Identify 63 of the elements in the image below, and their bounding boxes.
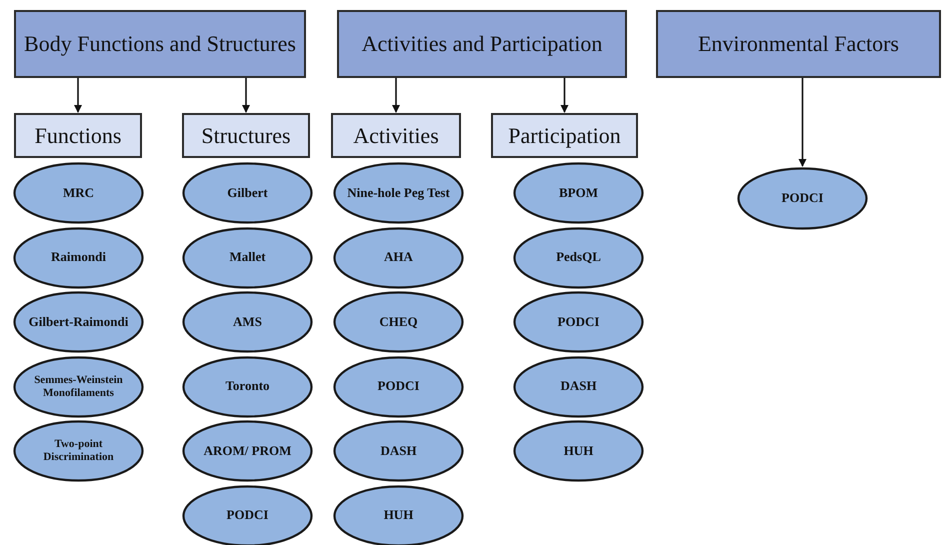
category-label: Environmental Factors: [698, 31, 899, 57]
measure-label: AMS: [232, 314, 263, 330]
arrow: [798, 78, 806, 167]
arrow: [242, 78, 250, 113]
measure-oval: [513, 420, 644, 482]
measure-oval: [513, 356, 644, 418]
measure-label: Raimondi: [50, 250, 107, 265]
subcategory-box: [491, 113, 638, 158]
measure-label: PODCI: [226, 508, 270, 523]
measure-label: Gilbert-Raimondi: [28, 314, 130, 330]
measure-oval: [182, 291, 313, 353]
measure-label: Nine-hole Peg Test: [346, 186, 451, 200]
measure-oval: [333, 420, 464, 482]
subcategory-box: [331, 113, 461, 158]
measure-label: BPOM: [558, 186, 599, 200]
measure-oval: [333, 291, 464, 353]
category-label: Participation: [508, 122, 621, 148]
measure-label: PODCI: [376, 379, 420, 394]
arrow: [560, 78, 568, 113]
measure-oval: [513, 162, 644, 224]
measure-oval: [13, 356, 144, 418]
measure-oval: [182, 226, 313, 288]
measure-label: PedsQL: [555, 250, 602, 265]
measure-oval: [513, 291, 644, 353]
measure-label: AHA: [383, 250, 414, 265]
category-box: [14, 10, 306, 78]
category-label: Activities: [353, 122, 439, 148]
measure-oval: [737, 167, 868, 230]
category-label: Activities and Participation: [362, 31, 602, 57]
arrow: [392, 78, 400, 113]
measure-oval: [182, 356, 313, 418]
measure-label: AROM/ PROM: [202, 444, 292, 458]
category-box: [656, 10, 941, 78]
category-label: Body Functions and Structures: [24, 31, 296, 57]
measure-label: PODCI: [556, 314, 600, 330]
measure-label: PODCI: [780, 191, 824, 206]
measure-label: Gilbert: [226, 186, 269, 200]
measure-label: MRC: [62, 186, 96, 200]
measure-oval: [333, 356, 464, 418]
measure-oval: [182, 162, 313, 224]
category-label: Structures: [201, 122, 291, 148]
measure-oval: [13, 162, 144, 224]
measure-oval: [333, 162, 464, 224]
measure-label: Semmes-Weinstein Monofilaments: [33, 374, 124, 400]
category-box: [337, 10, 627, 78]
measure-label: Mallet: [228, 250, 267, 265]
measure-oval: [13, 226, 144, 288]
arrow: [74, 78, 82, 113]
measure-label: CHEQ: [378, 314, 419, 330]
measure-label: Two-point Discrimination: [42, 438, 115, 464]
measure-label: Toronto: [224, 379, 271, 394]
subcategory-box: [14, 113, 142, 158]
measure-label: DASH: [559, 379, 598, 394]
measure-oval: [333, 226, 464, 288]
category-label: Functions: [34, 122, 122, 148]
measure-label: HUH: [562, 444, 594, 458]
measure-oval: [13, 420, 144, 482]
measure-label: DASH: [379, 444, 418, 458]
measure-oval: [182, 420, 313, 482]
measure-oval: [13, 291, 144, 353]
subcategory-box: [182, 113, 310, 158]
measure-oval: [513, 226, 644, 288]
measure-label: HUH: [382, 508, 414, 523]
